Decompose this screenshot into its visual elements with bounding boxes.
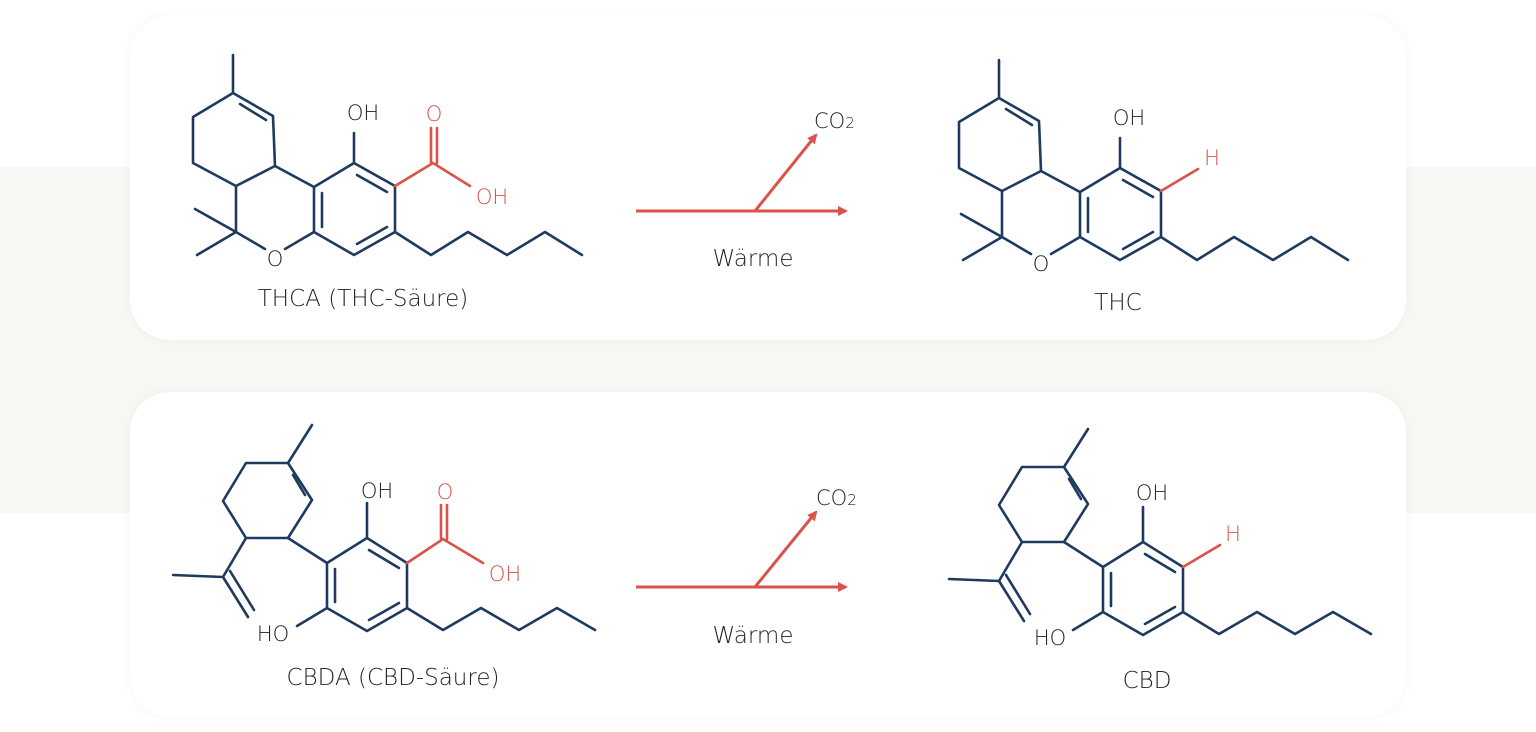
atom-h: H	[1204, 146, 1220, 170]
cbd-label: CBD	[1123, 668, 1172, 694]
atom-ho-product: HO	[1034, 626, 1066, 650]
atom-o-ring-product: O	[1033, 252, 1050, 276]
thca-label: THCA (THC-Säure)	[258, 286, 468, 312]
atom-oh-product: OH	[1136, 481, 1168, 505]
atom-oh: OH	[361, 479, 393, 503]
heat-label: Wärme	[713, 246, 794, 272]
atom-oh: OH	[347, 101, 379, 125]
thc-skeleton	[957, 58, 1350, 262]
atom-o-carbonyl: O	[426, 102, 443, 126]
atom-o-carbonyl: O	[437, 480, 454, 504]
heat-arrow-1	[636, 133, 848, 216]
thca-carboxyl-group	[393, 126, 472, 188]
heat-arrow-2	[636, 510, 848, 592]
co2-label: CO2	[814, 109, 855, 133]
heat-label: Wärme	[713, 623, 794, 649]
cbda-label: CBDA (CBD-Säure)	[287, 665, 500, 691]
cbda-carboxyl-group	[405, 503, 485, 565]
cbd-skeleton	[947, 427, 1373, 637]
atom-o-ring: O	[267, 247, 284, 271]
co2-label: CO2	[816, 486, 857, 510]
cbda-skeleton	[171, 423, 597, 633]
thc-hydrogen-bond	[1159, 167, 1200, 193]
thca-skeleton	[191, 53, 584, 257]
atom-oh-product: OH	[1113, 106, 1145, 130]
cbd-hydrogen-bond	[1181, 543, 1222, 569]
atom-oh-acid: OH	[489, 562, 521, 586]
atom-ho: HO	[257, 622, 289, 646]
reaction-card-thca	[130, 15, 1406, 340]
thc-label: THC	[1094, 290, 1141, 316]
atom-h: H	[1225, 522, 1241, 546]
atom-oh-acid: OH	[476, 185, 508, 209]
